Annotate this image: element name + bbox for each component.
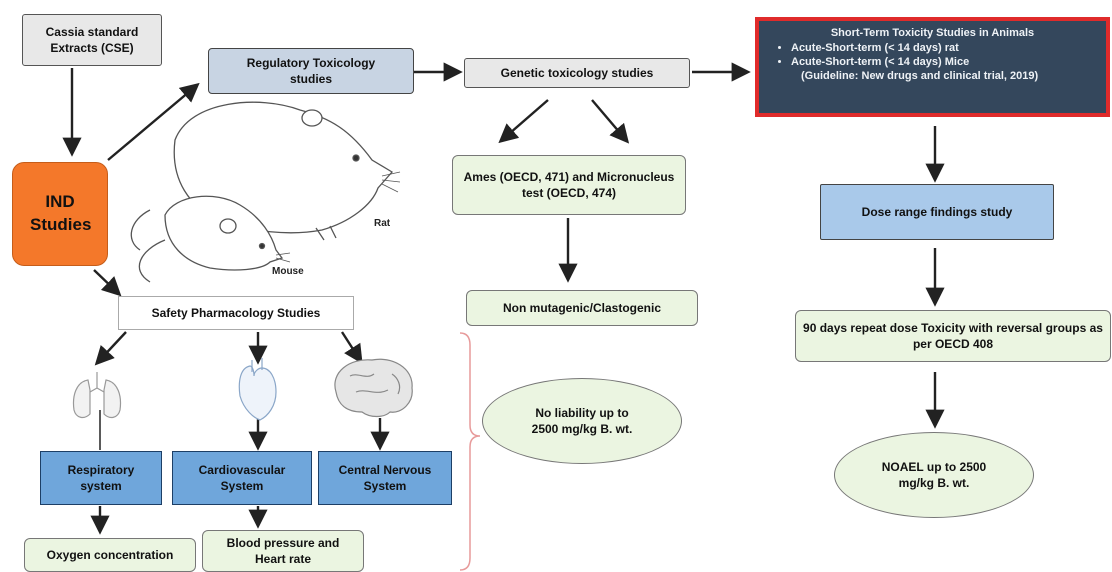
mouse-label: Mouse <box>272 266 304 277</box>
noael-ellipse: NOAEL up to 2500 mg/kg B. wt. <box>834 432 1034 518</box>
cse-box: Cassia standard Extracts (CSE) <box>22 14 162 66</box>
arrow-safety-to-respiratory <box>94 331 127 366</box>
short-term-toxicity-box: Short-Term Toxicity Studies in Animals A… <box>755 17 1110 117</box>
ind-label: IND Studies <box>30 192 92 234</box>
ind-studies-box: IND Studies <box>12 162 108 266</box>
genetic-label: Genetic toxicology studies <box>500 65 654 80</box>
noael-label: NOAEL up to 2500 mg/kg B. wt. <box>881 459 987 490</box>
heart-icon <box>238 358 277 421</box>
respiratory-system-box: Respiratory system <box>40 451 162 505</box>
lungs-icon <box>72 372 122 419</box>
short-term-title: Short-Term Toxicity Studies in Animals <box>830 27 1035 39</box>
oxygen-box: Oxygen concentration <box>24 538 196 572</box>
respiratory-label: Respiratory system <box>67 462 135 493</box>
rat-label: Rat <box>374 218 391 229</box>
arrow-ind-to-safety <box>93 269 122 297</box>
non-mutagenic-box: Non mutagenic/Clastogenic <box>466 290 698 326</box>
genetic-toxicology-box: Genetic toxicology studies <box>464 58 690 88</box>
safety-label: Safety Pharmacology Studies <box>151 305 321 320</box>
short-term-guideline: (Guideline: New drugs and clinical trial… <box>801 70 1039 82</box>
repeat-dose-box: 90 days repeat dose Toxicity with revers… <box>795 310 1111 362</box>
arrow-safety-to-cns <box>340 331 363 365</box>
repeat-dose-label: 90 days repeat dose Toxicity with revers… <box>803 320 1103 351</box>
dose-range-box: Dose range findings study <box>820 184 1054 240</box>
mouse-illustration <box>138 195 291 283</box>
short-term-item-rat: Acute-Short-term (< 14 days) rat <box>791 42 1098 54</box>
safety-pharmacology-box: Safety Pharmacology Studies <box>118 296 354 330</box>
cse-label: Cassia standard Extracts (CSE) <box>45 24 139 55</box>
no-liability-label: No liability up to 2500 mg/kg B. wt. <box>531 405 633 436</box>
regulatory-toxicology-box: Regulatory Toxicology studies <box>208 48 414 94</box>
ames-box: Ames (OECD, 471) and Micronucleus test (… <box>452 155 686 215</box>
dose-range-label: Dose range findings study <box>861 204 1013 219</box>
ames-label: Ames (OECD, 471) and Micronucleus test (… <box>463 169 675 200</box>
cns-label: Central Nervous System <box>338 462 432 493</box>
short-term-list: Acute-Short-term (< 14 days) rat Acute-S… <box>767 42 1098 68</box>
bracket <box>459 332 481 571</box>
cardiovascular-system-box: Cardiovascular System <box>172 451 312 505</box>
cardiovascular-label: Cardiovascular System <box>198 462 286 493</box>
regulatory-label: Regulatory Toxicology studies <box>246 55 376 86</box>
cns-box: Central Nervous System <box>318 451 452 505</box>
short-term-item-mice: Acute-Short-term (< 14 days) Mice <box>791 56 1098 68</box>
arrow-ind-to-regulatory <box>107 82 200 161</box>
non-mutagenic-label: Non mutagenic/Clastogenic <box>502 300 662 315</box>
brain-icon <box>334 358 413 418</box>
oxygen-label: Oxygen concentration <box>46 547 174 562</box>
arrow-genetic-to-ames-left <box>498 99 549 144</box>
blood-pressure-label: Blood pressure and Heart rate <box>226 535 340 566</box>
arrow-genetic-to-ames-right <box>591 99 630 144</box>
no-liability-ellipse: No liability up to 2500 mg/kg B. wt. <box>482 378 682 464</box>
blood-pressure-box: Blood pressure and Heart rate <box>202 530 364 572</box>
